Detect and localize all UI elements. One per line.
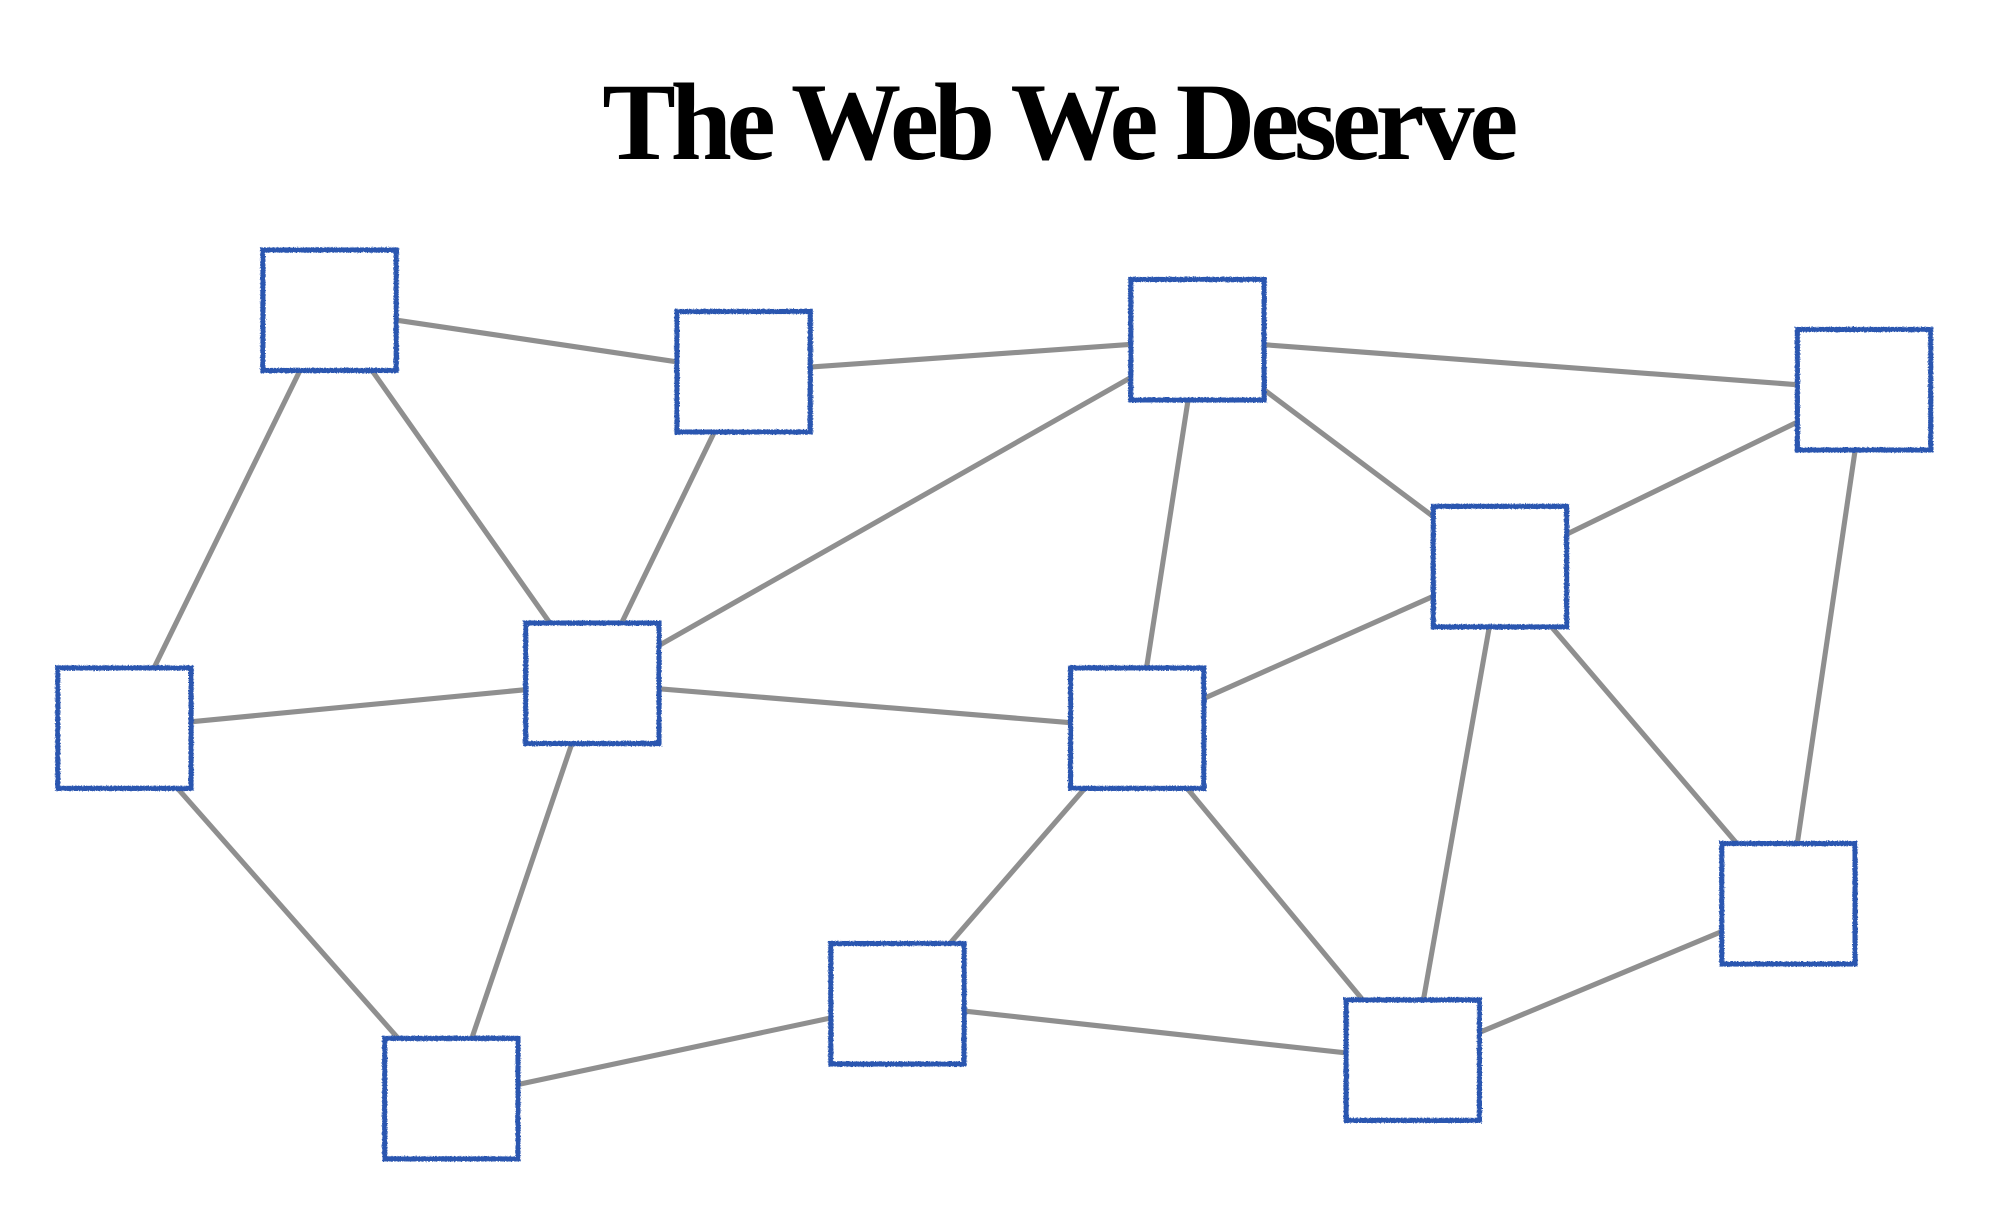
node-box bbox=[1719, 840, 1858, 967]
diagram-title: The Web We Deserve bbox=[602, 61, 1516, 183]
node-box bbox=[828, 940, 967, 1067]
node-box bbox=[382, 1035, 521, 1162]
node-box bbox=[1128, 276, 1267, 403]
node-box bbox=[1343, 997, 1483, 1123]
edge bbox=[591, 337, 1199, 686]
node-box bbox=[55, 665, 194, 791]
node-box bbox=[674, 308, 813, 435]
edge bbox=[1134, 339, 1200, 729]
edge bbox=[450, 1001, 898, 1102]
edge bbox=[743, 337, 1198, 375]
edge bbox=[592, 680, 1138, 731]
node-box bbox=[1794, 326, 1934, 453]
edge bbox=[448, 682, 595, 1100]
edge bbox=[1785, 389, 1867, 905]
node-box bbox=[1430, 503, 1570, 630]
node-box bbox=[1067, 665, 1207, 791]
node-box bbox=[523, 620, 662, 747]
node-box bbox=[260, 247, 399, 374]
edge bbox=[124, 680, 593, 731]
nodes-group bbox=[55, 247, 1934, 1162]
edges-group bbox=[122, 307, 1867, 1102]
edge bbox=[122, 309, 332, 730]
edge bbox=[897, 1001, 1414, 1063]
edge bbox=[1197, 337, 1865, 393]
edge bbox=[1410, 566, 1503, 1061]
